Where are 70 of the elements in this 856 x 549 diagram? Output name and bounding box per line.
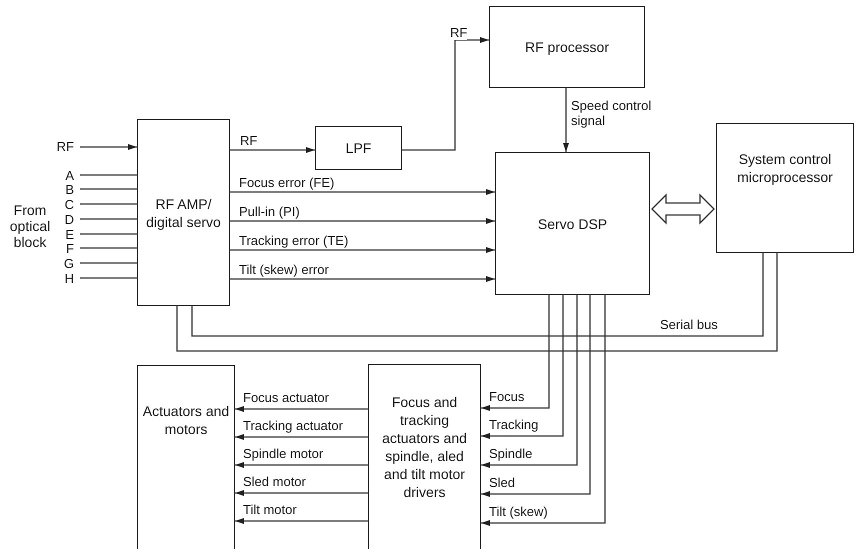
block-box (368, 364, 481, 549)
block-box (137, 365, 235, 549)
edge-label: Sled (489, 475, 516, 490)
edge-label: Tracking error (TE) (239, 233, 348, 248)
line (80, 218, 137, 220)
edge-label: F (66, 241, 74, 256)
arrow (235, 490, 368, 496)
arrow (235, 462, 368, 468)
arrow (481, 295, 591, 497)
arrow (235, 518, 368, 524)
line (80, 203, 137, 205)
line (80, 277, 137, 279)
line (80, 247, 137, 249)
arrow (402, 37, 489, 151)
block-box (489, 6, 645, 88)
edge-label: Tilt (skew) (489, 504, 548, 519)
edge-label: H (64, 271, 74, 286)
edge-label: Sled motor (243, 474, 306, 489)
edge-label: D (64, 212, 74, 227)
line (80, 188, 137, 190)
arrow (563, 88, 569, 152)
block-label: Focus and tracking actuators and spindle, aled and tilt motor drivers (381, 393, 468, 501)
edge-label: G (64, 256, 74, 271)
block-box (137, 119, 230, 306)
edge-label: Focus error (FE) (239, 175, 334, 190)
note-label: From optical block (8, 202, 52, 250)
edge-label: Focus actuator (243, 390, 329, 405)
edge-label: B (65, 182, 74, 197)
block-label: RF processor (524, 38, 610, 56)
edge-label: C (64, 197, 74, 212)
block-label: LPF (344, 139, 372, 157)
block-label: RF AMP/ digital servo (145, 194, 222, 230)
arrow (230, 147, 315, 153)
block-label: Actuators and motors (142, 402, 230, 438)
edge-label: Tracking actuator (243, 418, 343, 433)
edge-label: Tracking (489, 417, 538, 432)
edge-label: Tilt motor (243, 502, 297, 517)
line (176, 253, 778, 352)
arrow (230, 218, 495, 224)
line (80, 233, 137, 235)
edge-label: Spindle (489, 446, 532, 461)
edge-label: Tilt (skew) error (239, 262, 329, 277)
block-label: Servo DSP (536, 214, 608, 232)
edge-label: RF (240, 133, 258, 148)
arrow (481, 295, 578, 468)
edge-label: A (65, 168, 74, 183)
line (80, 262, 137, 264)
arrow (230, 276, 495, 282)
line (191, 253, 764, 337)
block-label: System control microprocessor (736, 150, 834, 186)
double-arrow (651, 193, 715, 225)
edge-label: Focus (489, 389, 524, 404)
edge-label: Serial bus (660, 317, 718, 332)
edge-label: RF (56, 139, 74, 154)
block-box (315, 126, 402, 170)
arrow (235, 434, 368, 440)
edge-label: Pull-in (PI) (239, 204, 300, 219)
arrow (481, 295, 606, 526)
block-box (716, 123, 854, 253)
arrow (235, 406, 368, 412)
block-box (495, 152, 650, 295)
line (80, 174, 137, 176)
arrow (230, 247, 495, 253)
arrow (481, 295, 550, 411)
edge-label: E (65, 227, 74, 242)
edge-label: Spindle motor (243, 446, 324, 461)
arrow (230, 189, 495, 195)
edge-label: RF (450, 25, 468, 40)
arrow (80, 144, 137, 150)
arrow (481, 295, 564, 439)
